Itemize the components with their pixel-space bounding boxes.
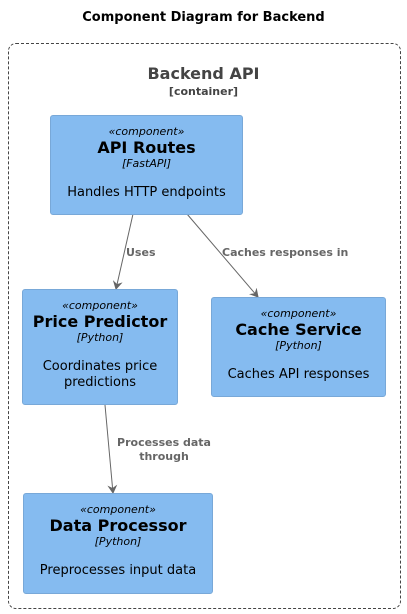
component-cache-service: «component» Cache Service [Python] Cache… — [211, 297, 386, 397]
component-price-predictor: «component» Price Predictor [Python] Coo… — [22, 289, 178, 405]
component-description: Coordinates price predictions — [42, 359, 158, 390]
container-name: Backend API — [147, 64, 260, 83]
component-description: Preprocesses input data — [39, 563, 197, 578]
edge-uses — [112, 213, 134, 290]
stereotype-label: «component» — [108, 125, 185, 138]
component-name: API Routes — [97, 138, 196, 157]
component-description: Handles HTTP endpoints — [67, 185, 226, 200]
component-data-processor: «component» Data Processor [Python] Prep… — [23, 493, 213, 594]
component-technology: [FastAPI] — [121, 157, 172, 170]
component-name: Price Predictor — [32, 312, 168, 331]
stereotype-label: «component» — [62, 299, 138, 312]
component-api-routes: «component» API Routes [FastAPI] Handles… — [50, 115, 243, 215]
edge-label-uses: Uses — [126, 246, 156, 259]
edge-label-caches: Caches responses in — [222, 246, 349, 259]
component-technology: [Python] — [275, 339, 322, 352]
stereotype-label: «component» — [80, 503, 156, 516]
diagram-title: Component Diagram for Backend — [82, 10, 325, 25]
backend-api-container-boundary — [8, 43, 401, 609]
edge-caches — [186, 213, 259, 298]
component-name: Data Processor — [49, 516, 187, 535]
container-type: [container] — [168, 85, 239, 98]
component-technology: [Python] — [94, 535, 142, 548]
stereotype-label: «component» — [260, 307, 337, 320]
component-technology: [Python] — [76, 331, 124, 344]
edge-processes — [104, 404, 118, 494]
component-description: Caches API responses — [227, 367, 370, 382]
component-name: Cache Service — [235, 320, 362, 339]
edge-label-processes: Processes data through — [117, 436, 211, 463]
